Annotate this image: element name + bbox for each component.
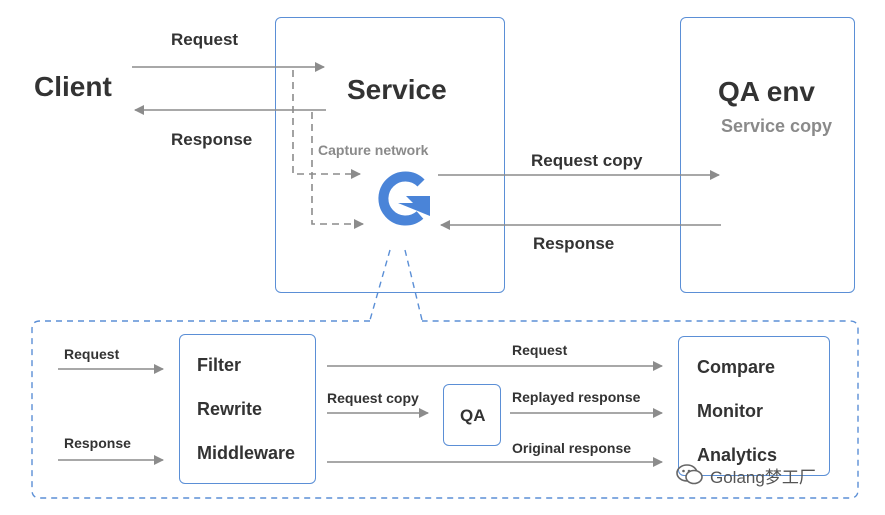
request-copy-small-label: Request copy — [327, 390, 419, 406]
filter-box — [179, 334, 316, 484]
capture-dashed-1 — [292, 70, 361, 179]
original-response-label: Original response — [512, 440, 632, 456]
watermark: Golang梦工厂 — [676, 463, 816, 487]
qa-env-title: QA env — [718, 76, 815, 107]
in-request-label: Request — [64, 346, 120, 362]
qa-env-box — [680, 17, 855, 293]
response-label: Response — [171, 130, 253, 149]
wechat-icon — [676, 464, 703, 485]
qa-label: QA — [460, 406, 486, 425]
filter-label: Filter — [197, 355, 242, 375]
service-box — [275, 17, 505, 293]
capture-network-label: Capture network — [318, 142, 429, 158]
analysis-box — [678, 336, 830, 476]
replayed-response-label: Replayed response — [512, 389, 641, 405]
client-label: Client — [34, 71, 112, 102]
in-response-label: Response — [64, 435, 131, 451]
analytics-label: Analytics — [697, 445, 778, 465]
capture-dashed-2 — [311, 112, 364, 229]
service-title: Service — [347, 74, 447, 105]
monitor-label: Monitor — [697, 401, 763, 421]
rewrite-label: Rewrite — [197, 399, 263, 419]
response-copy-label: Response — [533, 234, 615, 253]
qa-box — [443, 384, 501, 446]
watermark-text: Golang梦工厂 — [710, 467, 816, 487]
compare-label: Compare — [697, 357, 776, 377]
request-copy-label: Request copy — [531, 151, 643, 170]
service-copy-label: Service copy — [721, 116, 833, 136]
request-label: Request — [171, 30, 239, 49]
capture-logo-icon — [378, 171, 430, 226]
request-small-label: Request — [512, 342, 568, 358]
middleware-label: Middleware — [197, 443, 296, 463]
